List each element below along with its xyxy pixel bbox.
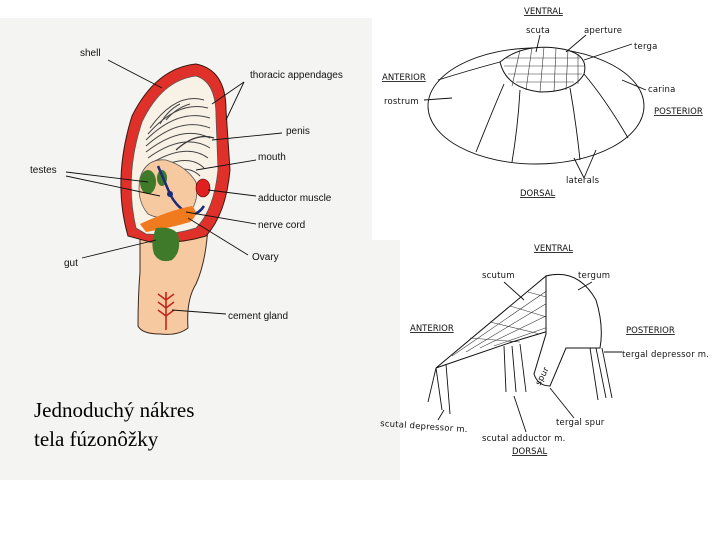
label-terga: terga [634,42,658,52]
label-testes: testes [30,165,57,176]
label-mouth: mouth [258,152,286,163]
plate-sutures [437,61,629,163]
label-laterals: laterals [566,176,600,186]
top-right-leader-lines [423,34,647,179]
label-nerve-cord: nerve cord [258,220,305,231]
nerve-ganglion [167,191,173,197]
caption-line-1: Jednoduchý nákres [34,398,195,422]
label-ovary: Ovary [252,252,279,263]
tergum-plate [533,273,602,387]
bottom-right-leader-lines [437,281,622,433]
bottom-right-panel-bg [372,240,400,480]
adductor-muscle [195,178,211,198]
ovary [140,206,196,232]
label-gut: gut [64,258,78,269]
label-tergal-depressor: tergal depressor m. [622,350,709,360]
label-scutal-adductor: scutal adductor m. [482,434,565,444]
scutum-hatching [451,289,552,357]
label-penis: penis [286,126,310,137]
left-leader-lines [65,59,283,315]
aperture [499,46,586,93]
muscle-fibres [427,343,613,415]
aperture-hatching [504,46,584,93]
plates-muscles-diagram [427,273,613,415]
scutum-plate [435,275,553,369]
label-carina: carina [648,85,676,95]
label-anterior-bottom: ANTERIOR [410,324,454,334]
shell-top-view-diagram [427,46,645,165]
label-thoracic-appendages: thoracic appendages [250,70,343,81]
label-shell: shell [80,48,101,59]
cement-gland [157,292,175,330]
label-scutum: scutum [482,271,515,281]
caption-line-2: tela fúzonôžky [34,427,159,451]
label-posterior-bottom: POSTERIOR [626,326,675,336]
label-tergum: tergum [578,271,610,281]
label-aperture: aperture [584,26,622,36]
thoracic-appendages [145,98,211,177]
label-tergal-spur: tergal spur [556,418,605,428]
penis [175,135,215,151]
label-dorsal-top: DORSAL [520,189,556,199]
label-adductor-muscle: adductor muscle [258,193,332,204]
caption: Jednoduchý nákres tela fúzonôžky [34,396,294,454]
label-dorsal-bottom: DORSAL [512,447,548,457]
label-rostrum: rostrum [384,97,419,107]
barnacle-anatomy-diagram [120,63,231,335]
label-cement-gland: cement gland [228,311,288,322]
label-anterior-top: ANTERIOR [382,73,426,83]
label-scuta: scuta [526,26,550,36]
gut [152,227,180,262]
label-ventral-top: VENTRAL [524,7,563,17]
label-ventral-bottom: VENTRAL [534,244,573,254]
label-posterior-top: POSTERIOR [654,107,703,117]
